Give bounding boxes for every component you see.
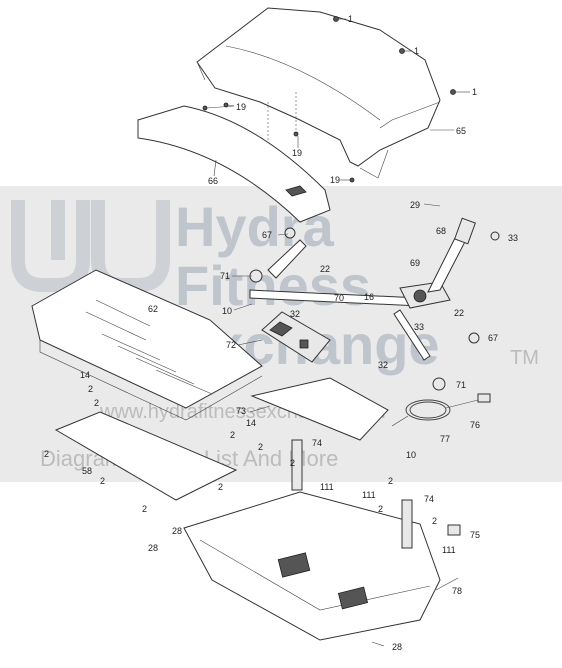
callout-58: 58 (82, 466, 92, 476)
callout-68: 68 (436, 226, 446, 236)
callout-2k: 2 (378, 504, 383, 514)
bottom-plate-part-58 (54, 411, 238, 501)
callout-19a: 19 (236, 102, 246, 112)
front-panel-part-66 (137, 105, 331, 223)
callout-74b: 74 (424, 494, 434, 504)
callout-111b: 111 (362, 490, 376, 500)
callout-22a: 22 (320, 264, 330, 274)
callout-2f: 2 (100, 476, 105, 486)
callout-29: 29 (410, 200, 420, 210)
watermark-line2: Fitness (175, 254, 371, 317)
callout-19b: 19 (292, 148, 302, 158)
callout-1a: 1 (348, 14, 353, 24)
callout-2j: 2 (388, 476, 393, 486)
callout-72: 72 (226, 340, 236, 350)
callout-14a: 14 (80, 370, 90, 380)
callout-71b: 71 (456, 380, 466, 390)
callout-2c: 2 (230, 430, 235, 440)
callout-14b: 14 (246, 418, 256, 428)
base-plate-part-73 (250, 377, 389, 441)
callout-65: 65 (456, 126, 466, 136)
callout-111a: 111 (320, 482, 334, 492)
callout-2h: 2 (218, 482, 223, 492)
callout-10b: 10 (406, 450, 416, 460)
leader-lines (206, 18, 470, 647)
callout-16: 16 (364, 292, 374, 302)
callout-2l: 2 (432, 516, 437, 526)
callout-19c: 19 (330, 175, 340, 185)
callout-33a: 33 (508, 233, 518, 243)
callout-67a: 67 (262, 230, 272, 240)
callout-10a: 10 (222, 306, 232, 316)
uprights-part-74 (291, 439, 413, 549)
power-cord-part-76 (391, 393, 491, 427)
callout-2a: 2 (88, 384, 93, 394)
callout-78: 78 (452, 586, 462, 596)
callout-69: 69 (410, 258, 420, 268)
callout-2e: 2 (258, 442, 263, 452)
callout-77: 77 (440, 434, 450, 444)
motor-hood-part-65 (196, 7, 441, 179)
callout-1c: 1 (472, 87, 477, 97)
callout-2i: 2 (142, 504, 147, 514)
controller-board-part-72 (261, 311, 331, 363)
callout-75: 75 (470, 530, 480, 540)
callout-28a: 28 (172, 526, 182, 536)
callout-111c: 111 (442, 545, 456, 555)
callout-66: 66 (208, 176, 218, 186)
callout-74a: 74 (312, 438, 322, 448)
rollers-and-bushings (249, 227, 500, 391)
callout-labels: 1 1 1 19 19 19 65 66 29 68 33 67 22 69 7… (44, 14, 518, 652)
callout-71a: 71 (220, 271, 230, 281)
callout-28b: 28 (148, 543, 158, 553)
callout-22b: 22 (454, 308, 464, 318)
watermark-trademark: TM (510, 347, 539, 369)
callout-32a: 32 (290, 309, 300, 319)
callout-2d: 2 (44, 449, 49, 459)
callout-76: 76 (470, 420, 480, 430)
callout-62: 62 (148, 304, 158, 314)
callout-33b: 33 (414, 322, 424, 332)
callout-2b: 2 (94, 398, 99, 408)
callout-1b: 1 (414, 46, 419, 56)
callout-67b: 67 (488, 333, 498, 343)
lower-base-part-78 (183, 491, 441, 641)
deck-tray-part-62 (31, 269, 263, 421)
callout-73: 73 (236, 406, 246, 416)
switch-part-75 (447, 524, 461, 536)
callout-28c: 28 (392, 642, 402, 652)
incline-actuator-part-69 (427, 217, 476, 293)
callout-70: 70 (334, 293, 344, 303)
callout-2g: 2 (290, 458, 295, 468)
callout-32b: 32 (378, 360, 388, 370)
